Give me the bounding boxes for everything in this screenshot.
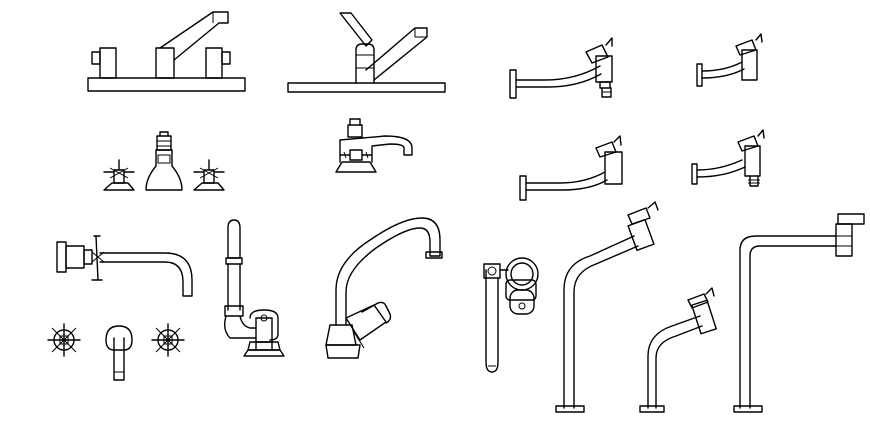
deck-mixer-single-lever <box>287 12 446 93</box>
pillar-tap-tall <box>223 219 285 357</box>
wall-hand-shower <box>483 257 539 373</box>
gooseneck-kitchen-tap <box>325 217 443 359</box>
wall-mixer-lever-d <box>691 129 765 187</box>
basin-set-cross-handles <box>103 131 225 191</box>
tall-gooseneck-lever <box>555 201 659 413</box>
wall-set-cross-handles <box>47 323 185 381</box>
basin-mixer-lever <box>335 118 413 173</box>
deck-mixer-two-handle <box>87 11 246 92</box>
wall-mixer-lever-c <box>519 135 623 201</box>
wall-mixer-lever-a <box>509 37 613 99</box>
tall-l-spout-lever <box>733 213 865 413</box>
wall-mixer-lever-b <box>696 33 763 87</box>
wall-spout-cross-valve <box>56 235 193 297</box>
short-gooseneck-lever <box>639 287 717 413</box>
